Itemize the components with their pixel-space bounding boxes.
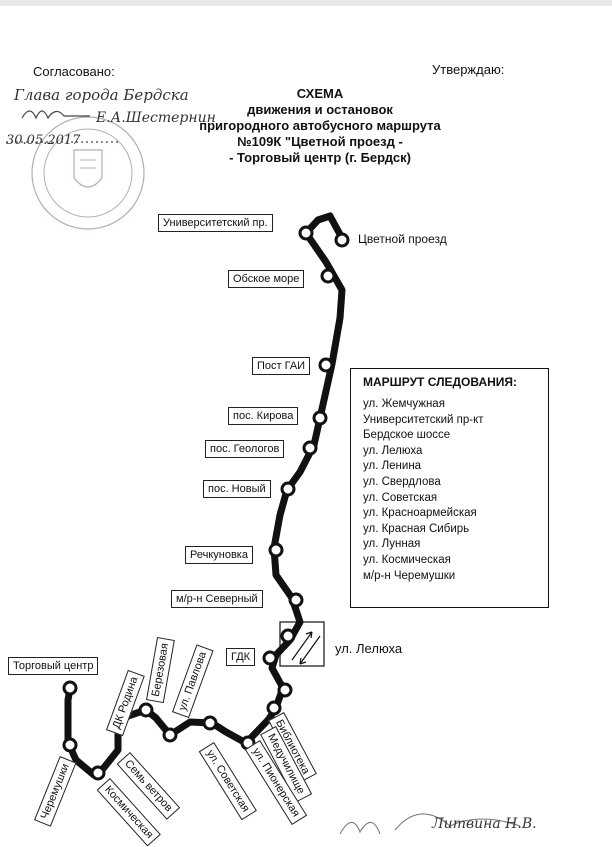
route-item: Бердское шоссе bbox=[363, 429, 451, 442]
bottom-signature-scribble bbox=[339, 813, 521, 835]
document-title: СХЕМА движения и остановок пригородного … bbox=[180, 86, 460, 166]
title-line-4: №109К "Цветной проезд - bbox=[237, 134, 403, 149]
stop-label-obskoe: Обское море bbox=[228, 270, 305, 288]
stop-marker-rechkunovka bbox=[268, 542, 284, 558]
stop-label-severny: м/р-н Северный bbox=[171, 590, 263, 608]
stop-marker-novy bbox=[280, 481, 296, 497]
route-item: ул. Ленина bbox=[363, 460, 422, 473]
stop-marker-geologov bbox=[302, 440, 318, 456]
stop-label-tsvetnoy: Цветной проезд bbox=[358, 232, 447, 246]
signer-title: Глава города Бердска bbox=[14, 86, 189, 104]
stop-marker-pavlova bbox=[162, 727, 178, 743]
stop-marker-tsvetnoy bbox=[334, 232, 350, 248]
stop-label-universitetsky: Университетский пр. bbox=[158, 214, 273, 232]
route-item: Университетский пр-кт bbox=[363, 413, 484, 426]
stop-marker-junction bbox=[280, 628, 296, 644]
stop-marker-obskoe bbox=[320, 268, 336, 284]
title-line-2: движения и остановок bbox=[247, 102, 393, 117]
route-box-list: ул. Жемчужная Университетский пр-кт Берд… bbox=[363, 397, 548, 584]
footer-signature: Литвина Н.В. bbox=[432, 816, 537, 832]
stop-label-gdk: ГДК bbox=[226, 648, 256, 666]
stop-marker-gdk bbox=[262, 650, 278, 666]
stop-marker-cheremushki bbox=[62, 737, 78, 753]
stop-marker-meduchilische bbox=[266, 700, 282, 716]
stop-label-gai: Пост ГАИ bbox=[252, 357, 311, 375]
stop-marker-universitetsky bbox=[298, 225, 314, 241]
approve-label: Утверждаю: bbox=[432, 62, 505, 77]
title-line-3: пригородного автобусного маршрута bbox=[199, 118, 441, 133]
route-box: МАРШРУТ СЛЕДОВАНИЯ: ул. Жемчужная Универ… bbox=[350, 368, 549, 608]
stop-marker-berezovaya bbox=[138, 702, 154, 718]
title-line-1: СХЕМА bbox=[296, 86, 344, 101]
route-item: ул. Космическая bbox=[363, 553, 451, 566]
stop-marker-severny bbox=[288, 592, 304, 608]
stop-marker-sem-vetrov bbox=[90, 765, 106, 781]
stop-label-novy: пос. Новый bbox=[203, 480, 271, 498]
title-line-5: - Торговый центр (г. Бердск) bbox=[229, 150, 411, 165]
junction-diagram bbox=[279, 621, 325, 667]
stop-marker-gai bbox=[318, 357, 334, 373]
seal-stamp bbox=[31, 116, 145, 230]
date-text: 30.05.2017 bbox=[6, 133, 81, 148]
stop-marker-sovetskaya bbox=[202, 715, 218, 731]
route-line bbox=[64, 212, 346, 779]
route-box-title: МАРШРУТ СЛЕДОВАНИЯ: bbox=[363, 375, 518, 389]
signer-name: Е.А.Шестернин bbox=[96, 110, 216, 126]
route-item: ул. Лелюха bbox=[363, 444, 423, 457]
route-item: ул. Красная Сибирь bbox=[363, 522, 470, 535]
stop-label-geologov: пос. Геологов bbox=[205, 440, 285, 458]
top-border bbox=[0, 0, 612, 6]
stop-label-torgovy: Торговый центр bbox=[8, 657, 99, 675]
stop-marker-kirova bbox=[312, 410, 328, 426]
route-item: ул. Красноармейская bbox=[363, 507, 477, 520]
route-item: ул. Лунная bbox=[363, 538, 421, 551]
route-item: м/р-н Черемушки bbox=[363, 569, 456, 582]
stop-marker-torgovy bbox=[62, 680, 78, 696]
route-item: ул. Жемчужная bbox=[363, 398, 445, 410]
street-label-lelyukha: ул. Лелюха bbox=[335, 641, 403, 656]
stop-marker-biblioteka bbox=[277, 682, 293, 698]
agreed-label: Согласовано: bbox=[33, 64, 115, 79]
route-item: ул. Свердлова bbox=[363, 475, 441, 488]
stop-label-rechkunovka: Речкуновка bbox=[185, 546, 253, 564]
route-item: ул. Советская bbox=[363, 491, 438, 504]
stop-label-kirova: пос. Кирова bbox=[228, 407, 299, 425]
signature-scribble bbox=[6, 110, 120, 143]
